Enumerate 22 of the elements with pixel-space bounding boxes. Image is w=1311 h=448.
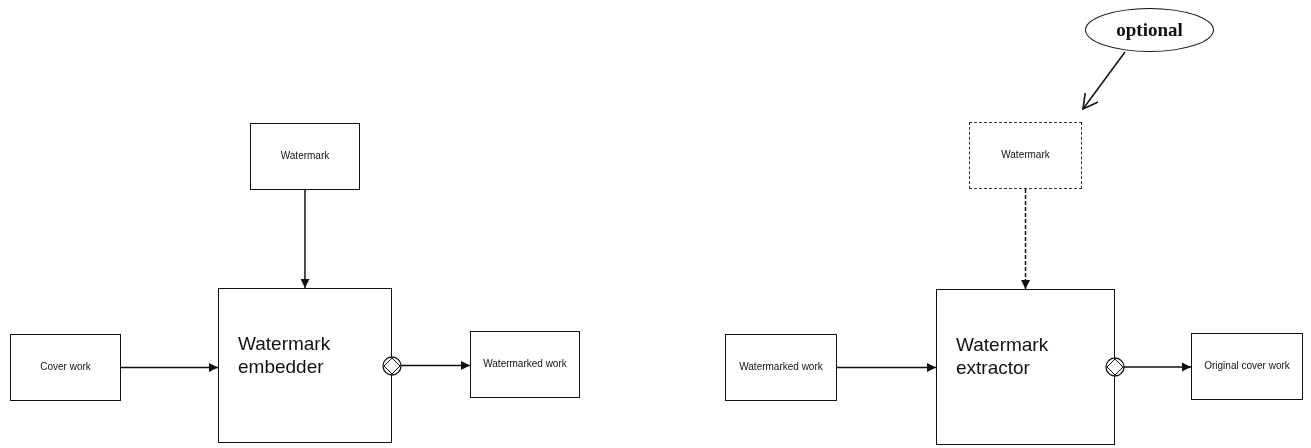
node-label: Watermark extractor — [956, 334, 1050, 380]
node-label: Watermark — [280, 150, 330, 163]
arrow — [300, 189, 310, 289]
process-box — [1191, 333, 1303, 400]
process-box — [250, 123, 360, 190]
node-label: Watermark — [1001, 149, 1050, 162]
process-box — [10, 334, 121, 401]
process-box — [725, 334, 837, 401]
node-label: Watermark embedder — [238, 332, 332, 379]
leader-arrow — [1082, 51, 1126, 110]
node-label: Cover work — [40, 361, 91, 374]
arrow — [120, 363, 219, 372]
process-box — [470, 331, 580, 398]
process-block — [218, 288, 392, 443]
node-label: optional — [1116, 18, 1183, 42]
node-label: Original cover work — [1204, 360, 1290, 373]
optional-input-box — [969, 122, 1082, 189]
node-label: Watermarked work — [739, 361, 823, 374]
arrow — [1021, 188, 1030, 290]
process-block — [936, 289, 1115, 445]
arrow — [836, 363, 937, 372]
node-label: Watermarked work — [483, 358, 567, 371]
